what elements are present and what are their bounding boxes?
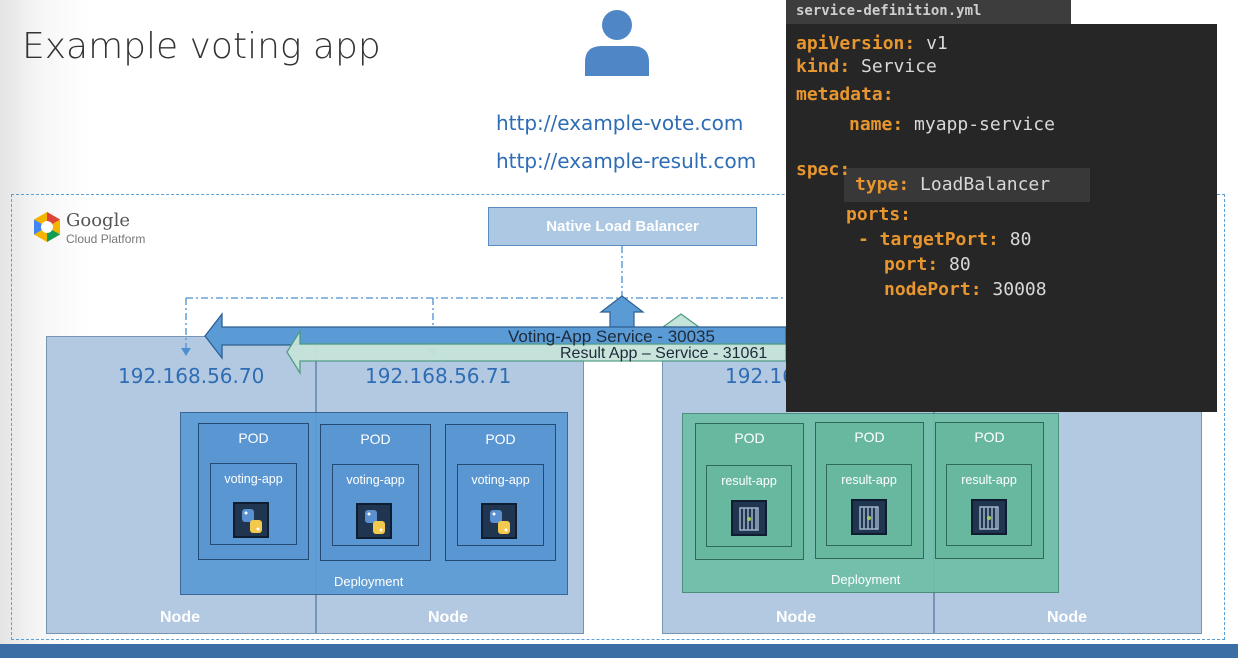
result-app-icon bbox=[851, 499, 887, 535]
voting-pod-3-title: POD bbox=[485, 431, 516, 447]
user-icon bbox=[585, 10, 649, 76]
python-icon bbox=[481, 503, 517, 539]
result-pod-2-app: result-app bbox=[841, 473, 897, 487]
code-key: kind: bbox=[796, 56, 851, 77]
node-ip-1: 192.168.56.70 bbox=[118, 364, 265, 388]
code-value: 80 bbox=[949, 254, 971, 275]
result-pod-3-app: result-app bbox=[961, 473, 1017, 487]
result-app-icon bbox=[731, 500, 767, 536]
code-key: type: bbox=[855, 174, 910, 195]
code-line-port: port: 80 bbox=[884, 254, 971, 275]
voting-pod-1-title: POD bbox=[238, 430, 269, 446]
result-pod-2-title: POD bbox=[854, 429, 885, 445]
voting-service-label: Voting-App Service - 30035 bbox=[508, 327, 715, 346]
code-line-spec: spec: bbox=[796, 159, 850, 180]
code-line-kind: kind: Service bbox=[796, 56, 937, 77]
code-key: - targetPort: bbox=[858, 229, 999, 250]
gcp-name: Google bbox=[66, 210, 130, 231]
voting-pod-2-title: POD bbox=[360, 431, 391, 447]
result-service-label: Result App – Service - 31061 bbox=[560, 345, 768, 362]
code-value: Service bbox=[861, 56, 937, 77]
code-panel bbox=[786, 24, 1217, 412]
code-value: myapp-service bbox=[914, 114, 1055, 135]
code-highlight bbox=[844, 168, 1090, 202]
vote-url[interactable]: http://example-vote.com bbox=[496, 111, 744, 135]
code-line-type: type: LoadBalancer bbox=[855, 174, 1050, 195]
voting-pod-3-app: voting-app bbox=[471, 473, 530, 487]
code-key: metadata: bbox=[796, 84, 894, 105]
python-icon bbox=[356, 503, 392, 539]
gcp-logo-icon bbox=[34, 212, 60, 242]
code-value: LoadBalancer bbox=[920, 174, 1051, 195]
code-line-metadata: metadata: bbox=[796, 84, 894, 105]
result-pod-1-app: result-app bbox=[721, 474, 777, 488]
code-line-targetport: - targetPort: 80 bbox=[858, 229, 1031, 250]
code-value: 80 bbox=[1009, 229, 1032, 250]
code-key: apiVersion: bbox=[796, 33, 916, 54]
code-key: spec: bbox=[796, 159, 851, 180]
result-pod-1-title: POD bbox=[734, 430, 765, 446]
code-line-apiversion: apiVersion: v1 bbox=[796, 33, 948, 54]
node-ip-2: 192.168.56.71 bbox=[365, 364, 512, 388]
python-icon bbox=[233, 502, 269, 538]
result-url[interactable]: http://example-result.com bbox=[496, 149, 757, 173]
code-value: v1 bbox=[926, 33, 948, 54]
voting-pod-1-app: voting-app bbox=[224, 472, 283, 486]
code-value: 30008 bbox=[992, 279, 1047, 300]
code-line-name: name: myapp-service bbox=[849, 114, 1055, 135]
result-deployment-label: Deployment bbox=[831, 572, 901, 587]
code-line-nodeport: nodePort: 30008 bbox=[884, 279, 1047, 300]
code-key: name: bbox=[849, 114, 904, 135]
code-key: nodePort: bbox=[884, 279, 982, 300]
code-key: port: bbox=[884, 254, 939, 275]
bottom-bar bbox=[0, 644, 1238, 658]
node-label-4: Node bbox=[1047, 609, 1087, 626]
gcp-subtitle: Cloud Platform bbox=[66, 232, 146, 246]
gcp-frame bbox=[11, 194, 1225, 640]
code-line-ports: ports: bbox=[846, 204, 911, 225]
code-filename-tab[interactable]: service-definition.yml bbox=[786, 0, 1071, 24]
result-pod-3-title: POD bbox=[974, 429, 1005, 445]
voting-pod-2-app: voting-app bbox=[346, 473, 405, 487]
node-label-3: Node bbox=[776, 609, 816, 626]
voting-deployment-label: Deployment bbox=[334, 574, 404, 589]
page-title: Example voting app bbox=[22, 26, 381, 67]
node-label-2: Node bbox=[428, 609, 468, 626]
code-key: ports: bbox=[846, 204, 912, 225]
result-app-icon bbox=[971, 499, 1007, 535]
native-load-balancer[interactable]: Native Load Balancer bbox=[488, 207, 757, 246]
node-label-1: Node bbox=[160, 609, 200, 626]
